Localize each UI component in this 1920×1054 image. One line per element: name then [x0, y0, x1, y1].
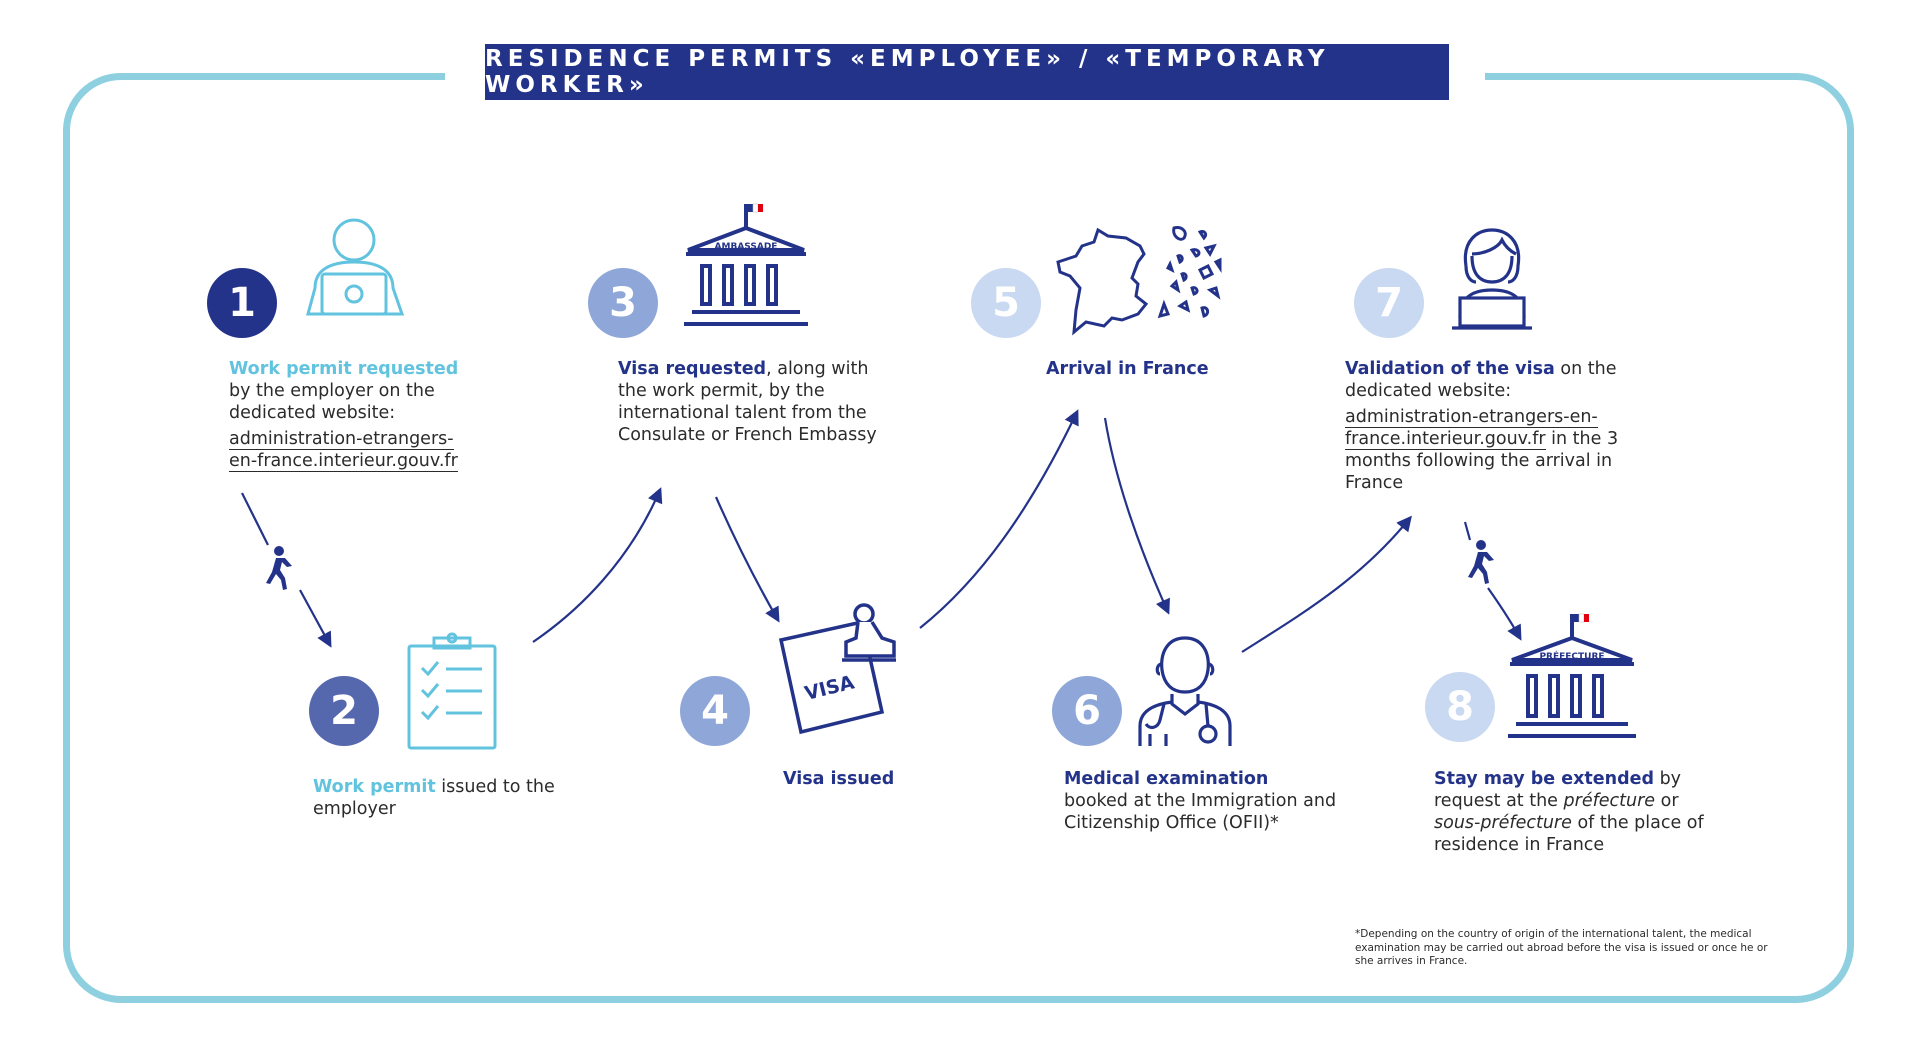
step-5-highlight: Arrival in France	[1046, 359, 1209, 379]
arrow-1-to-2	[241, 492, 269, 546]
step-6-number: 6	[1052, 676, 1122, 746]
step-1-text: Work permit requested by the employer on…	[229, 358, 489, 472]
walking-person-icon	[1468, 540, 1494, 584]
step-1-url-line2[interactable]: en-france.interieur.gouv.fr	[229, 451, 458, 472]
step-3-description-b: with the work permit, by the internation…	[618, 359, 877, 445]
step-7-description-b: dedicated website:	[1345, 381, 1512, 401]
step-8-highlight: Stay may be extended	[1434, 769, 1655, 789]
step-7-url-line2[interactable]: france.interieur.gouv.fr	[1345, 429, 1546, 450]
step-7-number: 7	[1354, 268, 1424, 338]
step-7-text: Validation of the visa on the dedicated …	[1345, 358, 1625, 494]
embassy-label: AMBASSADE	[715, 242, 778, 252]
step-8-number: 8	[1425, 672, 1495, 742]
step-8-description-a: by	[1654, 769, 1682, 789]
visa-label: VISA	[803, 671, 857, 705]
step-8-italic-prefecture: préfecture	[1563, 791, 1656, 811]
person-laptop-icon	[306, 218, 405, 316]
step-8-description-c: or	[1655, 791, 1679, 811]
step-6-description: booked at the Immigration and Citizenshi…	[1064, 791, 1337, 833]
prefecture-building-icon: PRÉFECTURE	[1508, 613, 1636, 738]
step-2-highlight: Work permit	[313, 777, 436, 797]
arrow-2-to-3	[532, 487, 663, 643]
embassy-building-icon: AMBASSADE	[684, 203, 808, 326]
step-7-description-d: months following the arrival in France	[1345, 451, 1613, 493]
step-1-highlight: Work permit requested	[229, 359, 459, 379]
step-8-description-e: residence in France	[1434, 835, 1605, 855]
step-2-number: 2	[309, 676, 379, 746]
step-7-highlight: Validation of the visa	[1345, 359, 1555, 379]
step-8-description-d: of the place of	[1571, 813, 1704, 833]
step-8-text: Stay may be extended by request at the p…	[1434, 768, 1724, 856]
prefecture-label: PRÉFECTURE	[1539, 650, 1604, 662]
arrow-6-to-7	[1241, 515, 1412, 653]
step-3-text: Visa requested, along with the work perm…	[618, 358, 878, 446]
step-2-description: issued to the employer	[313, 777, 555, 819]
step-6-highlight: Medical examination	[1064, 769, 1269, 789]
step-2-text: Work permit issued to the employer	[313, 776, 573, 820]
step-4-highlight: Visa issued	[783, 769, 895, 789]
step-5-number: 5	[971, 268, 1041, 338]
step-5-text: Arrival in France	[1046, 358, 1266, 380]
step-1-number: 1	[207, 268, 277, 338]
footnote: *Depending on the country of origin of t…	[1355, 928, 1768, 967]
page-title: RESIDENCE PERMITS «EMPLOYEE» / «TEMPORAR…	[485, 44, 1449, 100]
france-map-icon	[1056, 226, 1222, 336]
step-8-italic-sous-prefecture: sous-préfecture	[1434, 813, 1572, 833]
step-3-description-a: , along	[766, 359, 826, 379]
woman-laptop-icon	[1452, 228, 1532, 330]
arrow-3-to-4	[714, 496, 780, 623]
step-7-description-c: in the 3	[1545, 429, 1619, 449]
arrow-5-to-6	[1103, 417, 1170, 615]
step-7-url-line1[interactable]: administration-etrangers-en-	[1345, 407, 1598, 428]
doctor-icon	[1138, 636, 1232, 746]
step-1-url-line1[interactable]: administration-etrangers-	[229, 429, 454, 450]
visa-stamp-icon: VISA	[778, 603, 896, 735]
clipboard-checklist-icon	[407, 632, 497, 750]
walking-person-icon	[266, 546, 292, 590]
step-6-text: Medical examination booked at the Immigr…	[1064, 768, 1344, 834]
step-7-description-a: on the	[1554, 359, 1617, 379]
step-4-text: Visa issued	[783, 768, 983, 790]
step-4-number: 4	[680, 676, 750, 746]
arrow-7-to-8	[1463, 521, 1472, 541]
step-1-description: by the employer on the dedicated website…	[229, 381, 435, 423]
step-3-number: 3	[588, 268, 658, 338]
step-8-description-b: request at the	[1434, 791, 1564, 811]
arrow-4-to-5	[919, 409, 1079, 629]
step-3-highlight: Visa requested	[618, 359, 767, 379]
